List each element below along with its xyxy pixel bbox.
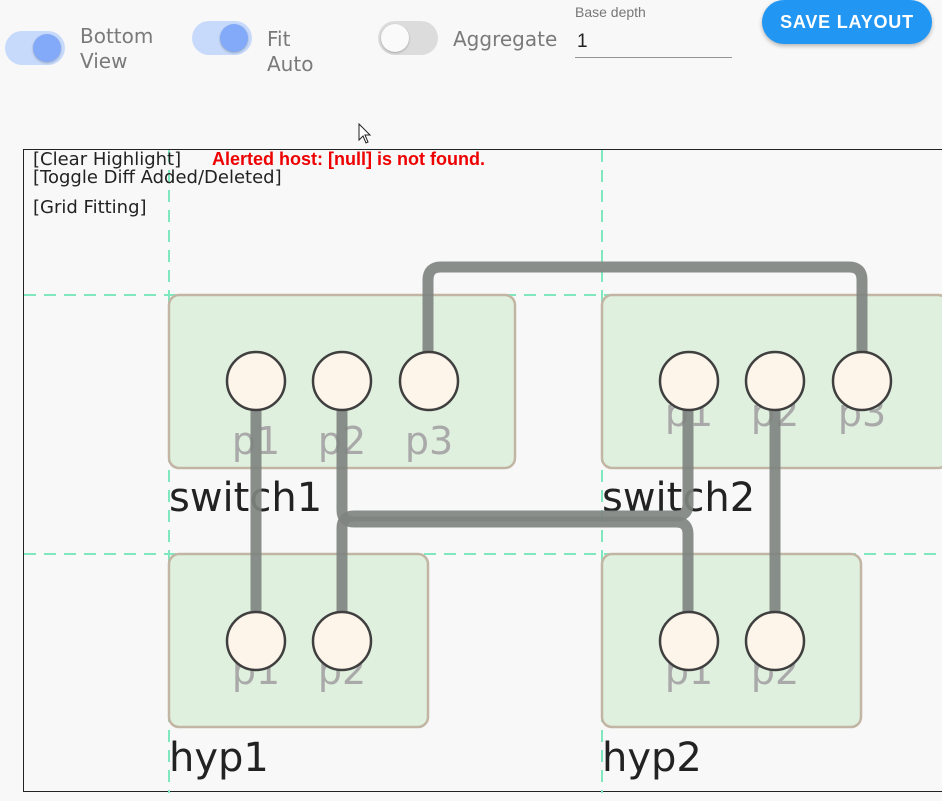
port-switch1-p2[interactable] — [311, 350, 373, 412]
link-switch1-p3-switch2-p3[interactable] — [422, 261, 868, 382]
link-switch2-p1-hyp1-p2[interactable] — [336, 382, 694, 641]
port-switch2-p3[interactable] — [831, 350, 893, 412]
bottom-view-label-line1: Bottom — [80, 24, 154, 48]
node-hyp2-box[interactable] — [600, 552, 863, 729]
toolbar: Bottom View Fit Auto Aggregate Base dept… — [0, 0, 942, 100]
node-hyp1-label: hyp1 — [169, 735, 269, 781]
port-switch1-p3[interactable] — [398, 350, 460, 412]
save-layout-button[interactable]: SAVE LAYOUT — [762, 0, 932, 44]
base-depth-input[interactable] — [575, 26, 732, 58]
port-switch2-p2[interactable] — [744, 350, 806, 412]
port-hyp1-p2[interactable] — [311, 610, 373, 672]
grid-fitting-link[interactable]: [Grid Fitting] — [33, 197, 147, 218]
port-hyp2-p2[interactable] — [744, 610, 806, 672]
fit-auto-label: Fit Auto — [267, 27, 314, 76]
bottom-view-switch-thumb[interactable] — [33, 34, 61, 62]
topology-canvas[interactable]: switch1 switch2 hyp1 hyp2 p1 p2 p3 p1 p2… — [23, 149, 942, 793]
ports — [225, 350, 893, 672]
base-depth-field: Base depth — [575, 4, 732, 60]
port-hyp2-p1[interactable] — [658, 610, 720, 672]
port-hyp1-p1[interactable] — [225, 610, 287, 672]
port-switch1-p1[interactable] — [225, 350, 287, 412]
clear-highlight-link[interactable]: [Clear Highlight] — [33, 150, 181, 170]
node-switch1-label: switch1 — [169, 475, 322, 521]
fit-auto-switch-thumb[interactable] — [220, 24, 248, 52]
node-hyp1[interactable]: hyp1 — [167, 552, 430, 781]
port-switch2-p1[interactable] — [658, 350, 720, 412]
arrow-cursor-icon — [358, 123, 372, 144]
alert-message: Alerted host: [null] is not found. — [212, 150, 485, 169]
port-label-switch1-p3: p3 — [405, 419, 453, 463]
bottom-view-label-line2: View — [80, 49, 128, 73]
aggregate-switch-thumb[interactable] — [381, 24, 409, 52]
links — [250, 261, 868, 641]
node-hyp2[interactable]: hyp2 — [600, 552, 863, 781]
node-hyp1-box[interactable] — [167, 552, 430, 729]
toggle-diff-link[interactable]: [Toggle Diff Added/Deleted] — [33, 167, 282, 188]
aggregate-label: Aggregate — [453, 27, 558, 51]
base-depth-caption: Base depth — [575, 4, 646, 20]
node-hyp2-label: hyp2 — [602, 735, 702, 781]
